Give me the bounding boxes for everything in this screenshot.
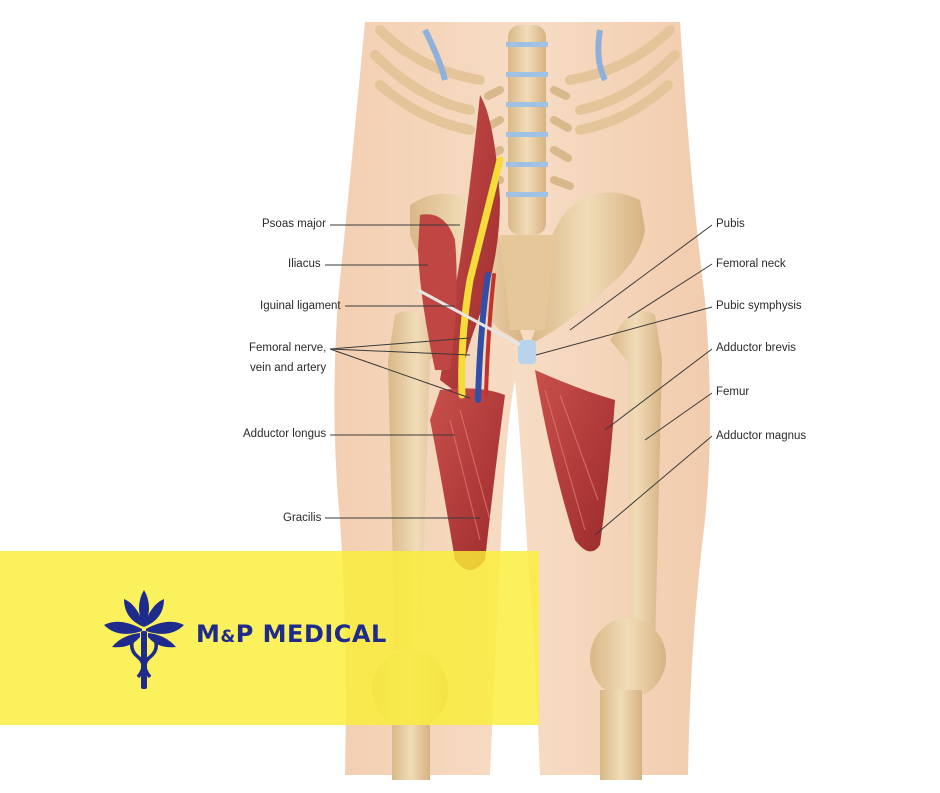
ribs-right	[565, 25, 680, 135]
muscles	[418, 95, 615, 570]
adductor-left	[430, 388, 505, 570]
label-femur: Femur	[716, 386, 750, 398]
brand-name: M&P MEDICAL	[196, 620, 387, 648]
label-pubis: Pubis	[716, 218, 745, 230]
label-femoral-nerve-line1: Femoral nerve,	[249, 342, 327, 354]
iliacus-muscle	[418, 214, 457, 370]
label-adductor-magnus: Adductor magnus	[716, 430, 807, 442]
label-inguinal-ligament: Iguinal ligament	[260, 300, 341, 312]
brand-rest: P MEDICAL	[235, 620, 387, 648]
label-adductor-brevis: Adductor brevis	[716, 342, 796, 354]
label-femoral-neck: Femoral neck	[716, 258, 786, 270]
leader-lines	[325, 224, 713, 536]
brand-m: M	[196, 620, 221, 648]
femur-right	[590, 311, 666, 780]
spine	[480, 25, 574, 235]
brand-ampersand: &	[220, 627, 236, 647]
label-femoral-nerve-line2: vein and artery	[250, 362, 327, 374]
inguinal-ligament-line	[417, 288, 521, 347]
costal-cartilage-right	[595, 29, 608, 82]
ribs-left	[370, 25, 485, 135]
adductor-right	[535, 370, 615, 552]
label-gracilis: Gracilis	[283, 512, 322, 524]
label-adductor-longus: Adductor longus	[243, 428, 327, 440]
femoral-vein	[475, 272, 491, 403]
femoral-artery	[484, 273, 496, 397]
label-psoas-major: Psoas major	[262, 218, 326, 230]
label-iliacus: Iliacus	[288, 258, 321, 270]
femoral-nerve	[458, 156, 504, 399]
muscle-striations	[449, 389, 599, 541]
lotus-caduceus-logo-icon	[104, 590, 184, 689]
brand-banner	[0, 551, 539, 725]
costal-cartilage-left	[422, 28, 448, 81]
label-pubic-symphysis: Pubic symphysis	[716, 300, 802, 312]
